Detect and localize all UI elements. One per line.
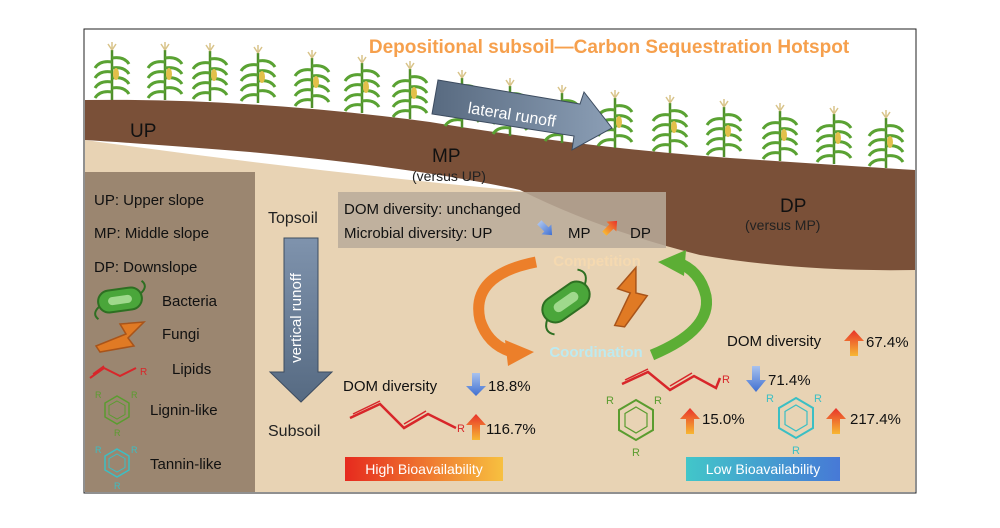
legend-tannin-r2: R	[131, 445, 138, 455]
left-dom-down-arrow	[466, 373, 486, 396]
diagram-title: Depositional subsoil—Carbon Sequestratio…	[369, 37, 850, 58]
legend-tannin-r3: R	[114, 481, 121, 491]
legend-tannin-icon: R R R	[95, 445, 138, 491]
topsoil-dom-diversity: DOM diversity: unchanged	[344, 201, 521, 218]
legend-lignin-r1: R	[95, 390, 102, 400]
left-lipid-r: R	[457, 423, 465, 435]
corn-plant	[293, 50, 331, 108]
legend-up: UP: Upper slope	[94, 192, 204, 209]
right-lipid-down-arrow	[746, 366, 766, 392]
label-dp: DP	[780, 196, 806, 217]
center-bacteria-icon	[541, 268, 591, 336]
right-lipid-value: 71.4%	[768, 372, 811, 389]
high-bioavailability-badge	[345, 457, 503, 481]
legend-lipid-icon: R	[89, 365, 147, 379]
right-lignin-up-arrow	[680, 408, 700, 434]
corn-plant	[93, 42, 131, 100]
topsoil-band	[85, 99, 915, 271]
right-lignin-r1: R	[606, 395, 614, 407]
corn-plant	[705, 99, 743, 157]
high-bioavailability-label: High Bioavailability	[365, 461, 483, 477]
legend-lignin: Lignin-like	[150, 402, 218, 419]
legend-fungi: Fungi	[162, 326, 200, 343]
left-lipid-up-arrow	[466, 414, 486, 440]
legend-dp: DP: Downslope	[94, 259, 197, 276]
corn-plant	[239, 45, 277, 103]
legend-lignin-r2: R	[131, 390, 138, 400]
legend-lipid-r: R	[140, 367, 147, 378]
topsoil-microbial-label: Microbial diversity: UP	[344, 225, 492, 242]
cycle-arrows	[473, 250, 713, 366]
right-tannin-up-arrow	[826, 408, 846, 434]
topsoil-down-arrow	[537, 220, 553, 236]
label-up: UP	[130, 121, 156, 142]
topsoil-microbial-mp: MP	[568, 225, 591, 242]
legend-lipids: Lipids	[172, 361, 211, 378]
legend-fungi-icon	[94, 321, 146, 353]
corn-plant	[761, 103, 799, 161]
right-dom-up-arrow	[844, 330, 864, 356]
corn-plant	[191, 43, 229, 101]
topsoil-info-box	[338, 192, 666, 248]
right-tannin-r1: R	[766, 393, 774, 405]
label-topsoil: Topsoil	[268, 210, 318, 227]
label-competition: Competition	[553, 253, 641, 270]
right-lignin-r2: R	[654, 395, 662, 407]
corn-plant	[343, 55, 381, 113]
label-mp: MP	[432, 146, 461, 167]
left-lipid-molecule: R	[349, 400, 465, 435]
corn-plant	[391, 61, 429, 119]
label-subsoil: Subsoil	[268, 423, 320, 440]
low-bioavailability-label: Low Bioavailability	[706, 461, 820, 477]
right-tannin-r3: R	[792, 445, 800, 457]
legend-lignin-icon: R R R	[95, 390, 138, 438]
corn-plant	[867, 110, 905, 168]
low-bioavailability-badge	[686, 457, 840, 481]
corn-plant	[651, 95, 689, 153]
right-lignin-r3: R	[632, 447, 640, 459]
legend-mp: MP: Middle slope	[94, 225, 209, 242]
legend-lignin-r3: R	[114, 428, 121, 438]
right-dom-value: 67.4%	[866, 334, 909, 351]
vertical-runoff-label: vertical runoff	[288, 272, 305, 363]
legend-tannin: Tannin-like	[150, 456, 222, 473]
legend-bacteria-icon	[94, 280, 146, 320]
label-dp-sub: (versus MP)	[745, 217, 820, 233]
left-dom-diversity-label: DOM diversity	[343, 378, 438, 395]
left-dom-value: 18.8%	[488, 378, 531, 395]
label-coordination: Coordination	[549, 344, 642, 361]
right-lignin-molecule: R R R	[606, 395, 662, 459]
right-lipid-molecule: R	[621, 368, 730, 392]
right-tannin-value: 217.4%	[850, 411, 901, 428]
label-mp-sub: (versus UP)	[412, 168, 486, 184]
center-fungi-icon	[613, 265, 649, 328]
right-tannin-r2: R	[814, 393, 822, 405]
right-dom-diversity-label: DOM diversity	[727, 333, 822, 350]
right-lignin-value: 15.0%	[702, 411, 745, 428]
topsoil-up-arrow	[602, 220, 618, 236]
vertical-runoff-arrow: vertical runoff	[268, 237, 334, 403]
topsoil-microbial-dp: DP	[630, 225, 651, 242]
right-tannin-molecule: R R R	[766, 393, 822, 457]
legend-bacteria: Bacteria	[162, 293, 218, 310]
left-lipid-value: 116.7%	[486, 421, 536, 438]
corn-plant	[146, 42, 184, 100]
legend-panel	[85, 172, 255, 492]
right-lipid-r: R	[722, 374, 730, 386]
legend-tannin-r1: R	[95, 445, 102, 455]
corn-plant	[815, 106, 853, 164]
